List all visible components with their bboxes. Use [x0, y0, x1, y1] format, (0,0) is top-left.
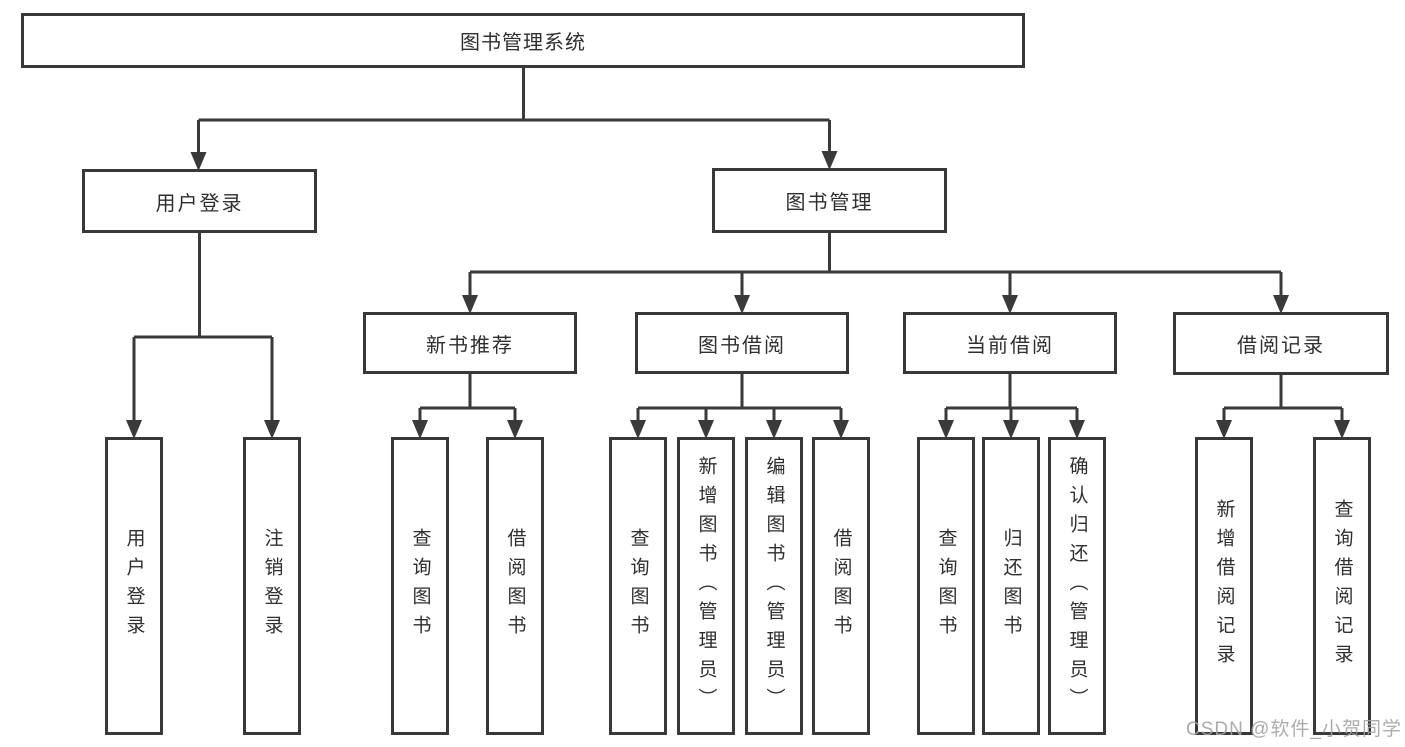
connector-recommend-to-leaves	[418, 374, 517, 430]
node-book-management: 图书管理	[712, 168, 947, 233]
leaf-records-query-label: 查询借阅记录	[1331, 499, 1353, 673]
leaf-borrow-borrow: 借阅图书	[812, 437, 870, 735]
leaf-recommend-borrow: 借阅图书	[486, 437, 544, 735]
arrow-down-icon	[126, 420, 142, 439]
connector-root-to-level2	[197, 68, 831, 162]
leaf-logout: 注销登录	[243, 437, 301, 735]
node-borrow-records-label: 借阅记录	[1237, 335, 1325, 357]
node-new-book-recommend-label: 新书推荐	[426, 334, 514, 357]
node-root-label: 图书管理系统	[460, 32, 586, 54]
leaf-borrow-borrow-label: 借阅图书	[830, 528, 852, 644]
leaf-borrow-add-label: 新增图书（管理员）	[695, 455, 717, 717]
leaf-recommend-query-label: 查询图书	[409, 528, 431, 644]
node-user-login: 用户登录	[82, 169, 317, 233]
arrow-down-icon	[1003, 420, 1019, 439]
node-user-login-label: 用户登录	[155, 192, 244, 215]
arrow-down-icon	[190, 152, 207, 171]
leaf-borrow-add: 新增图书（管理员）	[677, 437, 735, 735]
node-book-borrow-label: 图书借阅	[698, 334, 786, 357]
node-current-borrow-label: 当前借阅	[966, 334, 1054, 357]
node-root: 图书管理系统	[21, 13, 1025, 68]
arrow-down-icon	[766, 420, 782, 439]
leaf-login: 用户登录	[105, 437, 163, 735]
node-new-book-recommend: 新书推荐	[363, 312, 577, 374]
node-book-borrow: 图书借阅	[635, 312, 849, 374]
arrow-down-icon	[698, 420, 714, 439]
leaf-borrow-edit-label: 编辑图书（管理员）	[763, 455, 785, 717]
arrow-down-icon	[1273, 295, 1289, 314]
node-book-management-label: 图书管理	[785, 192, 874, 214]
arrow-down-icon	[821, 151, 838, 170]
leaf-borrow-query-label: 查询图书	[627, 528, 649, 644]
arrow-down-icon	[630, 420, 646, 439]
connector-records-to-leaves	[1222, 374, 1344, 430]
arrowheads	[126, 151, 1350, 439]
connector-book-mgmt-to-level3	[468, 233, 1283, 305]
leaf-current-return-label: 归还图书	[1000, 528, 1022, 644]
leaf-records-query: 查询借阅记录	[1313, 437, 1371, 735]
arrow-down-icon	[734, 295, 750, 314]
csdn-watermark: CSDN @软件_小贺同学	[1186, 719, 1402, 740]
arrow-down-icon	[1334, 420, 1350, 439]
arrow-down-icon	[833, 420, 849, 439]
arrow-down-icon	[1002, 295, 1018, 314]
leaf-current-return: 归还图书	[982, 437, 1040, 735]
connector-user-login-to-leaves	[132, 233, 274, 430]
leaf-recommend-borrow-label: 借阅图书	[504, 528, 526, 644]
leaf-records-add-label: 新增借阅记录	[1213, 499, 1235, 673]
node-current-borrow: 当前借阅	[903, 312, 1117, 374]
arrow-down-icon	[507, 420, 523, 439]
node-borrow-records: 借阅记录	[1173, 312, 1389, 375]
leaf-current-query: 查询图书	[917, 437, 975, 735]
leaf-current-confirm: 确认归还（管理员）	[1048, 437, 1106, 735]
leaf-logout-label: 注销登录	[261, 528, 283, 644]
leaf-recommend-query: 查询图书	[391, 437, 449, 735]
leaf-current-query-label: 查询图书	[935, 528, 957, 644]
leaf-borrow-edit: 编辑图书（管理员）	[745, 437, 803, 735]
arrow-down-icon	[264, 420, 280, 439]
leaf-current-confirm-label: 确认归还（管理员）	[1066, 455, 1088, 717]
arrow-down-icon	[1069, 420, 1085, 439]
leaf-borrow-query: 查询图书	[609, 437, 667, 735]
arrow-down-icon	[412, 420, 428, 439]
leaf-login-label: 用户登录	[123, 528, 145, 644]
connector-borrow-to-leaves	[636, 374, 843, 430]
arrow-down-icon	[1216, 420, 1232, 439]
leaf-records-add: 新增借阅记录	[1195, 437, 1253, 735]
arrow-down-icon	[462, 295, 478, 314]
arrow-down-icon	[938, 420, 954, 439]
